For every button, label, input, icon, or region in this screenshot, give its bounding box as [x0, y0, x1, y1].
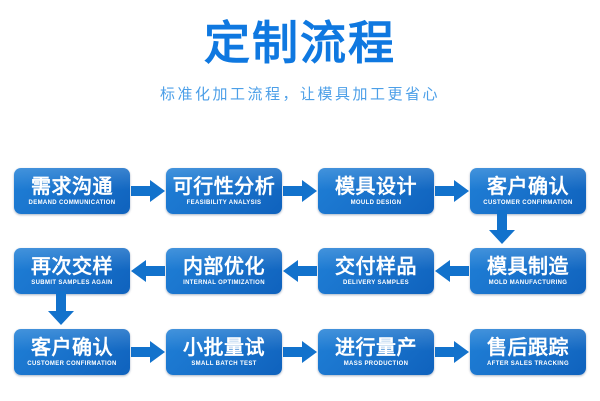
flow-node-label-en: CUSTOMER CONFIRMATION — [483, 199, 573, 206]
flow-node-label-en: CUSTOMER CONFIRMATION — [27, 360, 117, 367]
flow-node-label-cn: 客户确认 — [31, 334, 113, 359]
flow-node-customer-confirmation-2[interactable]: 客户确认 CUSTOMER CONFIRMATION — [14, 329, 130, 375]
flow-node-mold-manufacturing[interactable]: 模具制造 MOLD MANUFACTURING — [470, 248, 586, 294]
flow-node-label-en: SMALL BATCH TEST — [191, 360, 257, 367]
flow-node-label-en: SUBMIT SAMPLES AGAIN — [31, 279, 113, 286]
flow-node-demand-communication[interactable]: 需求沟通 DEMAND COMMUNICATION — [14, 168, 130, 214]
page-title: 定制流程 — [204, 16, 396, 70]
flow-row-1: 需求沟通 DEMAND COMMUNICATION 可行性分析 FEASIBIL… — [0, 166, 600, 216]
flow-node-customer-confirmation-1[interactable]: 客户确认 CUSTOMER CONFIRMATION — [470, 168, 586, 214]
arrow-left-icon — [282, 258, 318, 284]
arrow-left-icon — [130, 258, 166, 284]
arrow-left-icon — [434, 258, 470, 284]
flow-node-label-en: INTERNAL OPTIMIZATION — [183, 279, 265, 286]
header: 定制流程 标准化加工流程，让模具加工更省心 — [0, 0, 600, 150]
flow-node-submit-samples-again[interactable]: 再次交样 SUBMIT SAMPLES AGAIN — [14, 248, 130, 294]
flow-node-label-en: MOULD DESIGN — [350, 199, 402, 206]
flow-node-label-cn: 客户确认 — [487, 173, 569, 198]
flow-node-label-en: DELIVERY SAMPLES — [343, 279, 409, 286]
flow-node-label-cn: 售后跟踪 — [487, 334, 569, 359]
arrow-right-icon — [130, 339, 166, 365]
flow-node-label-en: AFTER SALES TRACKING — [487, 360, 569, 367]
flow-row-2: 再次交样 SUBMIT SAMPLES AGAIN 内部优化 INTERNAL … — [0, 246, 600, 296]
arrow-down-icon-left — [48, 291, 74, 325]
flow-node-delivery-samples[interactable]: 交付样品 DELIVERY SAMPLES — [318, 248, 434, 294]
flow-node-mould-design[interactable]: 模具设计 MOULD DESIGN — [318, 168, 434, 214]
flow-node-label-en: FEASIBILITY ANALYSIS — [186, 199, 262, 206]
arrow-right-icon — [434, 339, 470, 365]
flow-node-mass-production[interactable]: 进行量产 MASS PRODUCTION — [318, 329, 434, 375]
arrow-right-icon — [434, 178, 470, 204]
arrow-right-icon — [130, 178, 166, 204]
arrow-right-icon — [282, 178, 318, 204]
flow-row-3: 客户确认 CUSTOMER CONFIRMATION 小批量试 SMALL BA… — [0, 327, 600, 377]
flow-node-internal-optimization[interactable]: 内部优化 INTERNAL OPTIMIZATION — [166, 248, 282, 294]
flow-node-label-cn: 内部优化 — [183, 253, 265, 278]
flow-node-label-cn: 再次交样 — [31, 253, 113, 278]
flow-node-label-en: DEMAND COMMUNICATION — [28, 199, 116, 206]
arrow-right-icon — [282, 339, 318, 365]
arrow-down-icon-right — [489, 210, 515, 244]
flow-node-label-cn: 小批量试 — [183, 334, 265, 359]
flow-node-label-cn: 需求沟通 — [31, 173, 113, 198]
flow-node-feasibility-analysis[interactable]: 可行性分析 FEASIBILITY ANALYSIS — [166, 168, 282, 214]
flow-node-small-batch-test[interactable]: 小批量试 SMALL BATCH TEST — [166, 329, 282, 375]
flow-node-label-cn: 交付样品 — [335, 253, 417, 278]
flow-node-after-sales-tracking[interactable]: 售后跟踪 AFTER SALES TRACKING — [470, 329, 586, 375]
flow-node-label-cn: 进行量产 — [335, 334, 417, 359]
flow-node-label-cn: 可行性分析 — [172, 173, 276, 198]
page-subtitle: 标准化加工流程，让模具加工更省心 — [159, 85, 440, 103]
flow-node-label-en: MOLD MANUFACTURING — [488, 279, 568, 286]
flow-node-label-cn: 模具设计 — [335, 173, 417, 198]
flow-node-label-cn: 模具制造 — [487, 253, 569, 278]
flow-node-label-en: MASS PRODUCTION — [343, 360, 409, 367]
